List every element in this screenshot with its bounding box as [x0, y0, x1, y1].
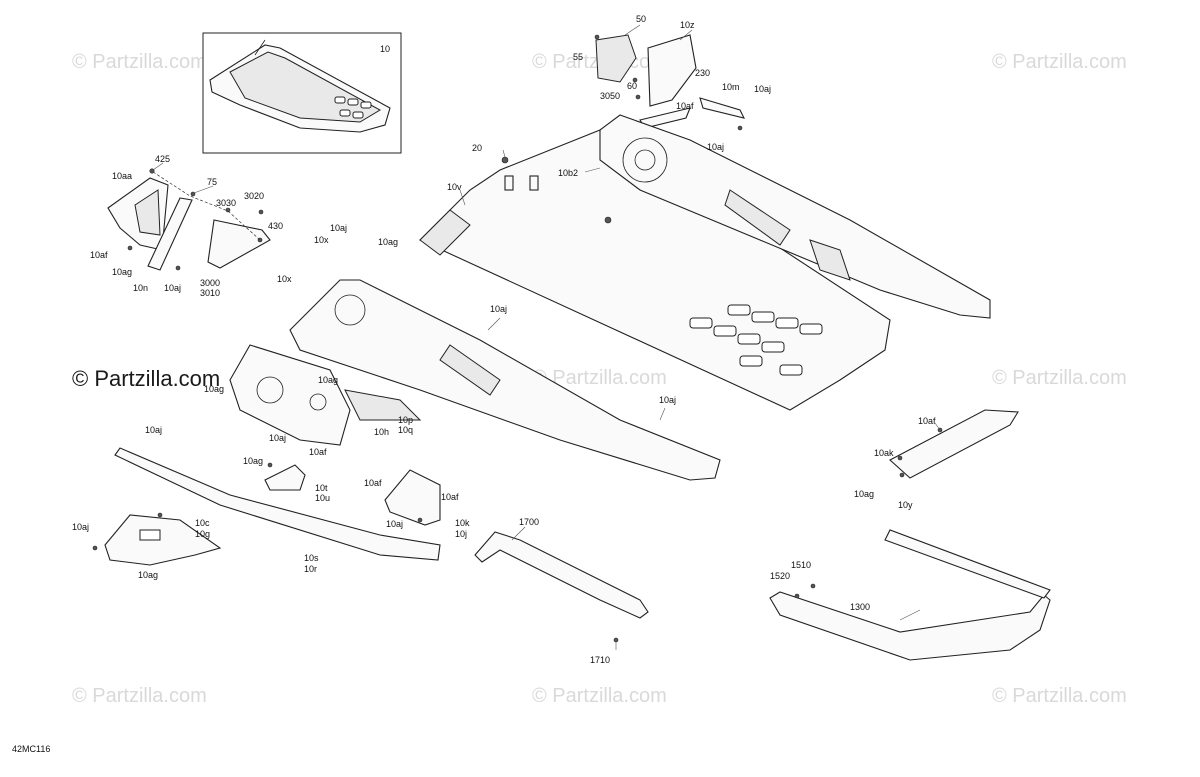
label-1700: 1700 — [519, 517, 539, 527]
label-10aj-f: 10aj — [269, 433, 286, 443]
label-10af-d: 10af — [364, 478, 382, 488]
small-brackets — [264, 462, 441, 526]
label-20: 20 — [472, 143, 482, 153]
label-10af-e: 10af — [441, 492, 459, 502]
label-10aa: 10aa — [112, 171, 132, 181]
label-10z: 10z — [680, 20, 695, 30]
label-10aj-g: 10aj — [659, 395, 676, 405]
watermark-br: © Partzilla.com — [992, 685, 1127, 707]
right-rail — [599, 114, 991, 319]
label-10ag-a: 10ag — [112, 267, 132, 277]
label-10g: 10g — [195, 529, 210, 539]
label-10r: 10r — [304, 564, 317, 574]
label-10ag-f: 10ag — [138, 570, 158, 580]
part-labels: 10 425 10aa 75 3030 3020 430 10af 10ag 1… — [72, 14, 936, 665]
watermark-bl: © Partzilla.com — [72, 685, 207, 707]
left-rail — [289, 279, 721, 481]
slide-rail — [474, 531, 649, 643]
label-10u: 10u — [315, 493, 330, 503]
label-10af-a: 10af — [90, 250, 108, 260]
label-10j: 10j — [455, 529, 467, 539]
label-1510: 1510 — [791, 560, 811, 570]
label-1710: 1710 — [590, 655, 610, 665]
bracket-10c — [92, 512, 222, 566]
front-left-brackets — [107, 168, 271, 271]
watermark-mc: © Partzilla.com — [532, 367, 667, 389]
diagram-code: 42MC116 — [12, 744, 50, 754]
rear-bumper — [769, 529, 1051, 661]
label-3010: 3010 — [200, 288, 220, 298]
label-10aj-j: 10aj — [72, 522, 89, 532]
label-430: 430 — [268, 221, 283, 231]
label-3050: 3050 — [600, 91, 620, 101]
label-1520: 1520 — [770, 571, 790, 581]
label-10ag-c: 10ag — [318, 375, 338, 385]
watermark-tl: © Partzilla.com — [72, 51, 207, 73]
label-10aj-h: 10aj — [145, 425, 162, 435]
label-10t: 10t — [315, 483, 328, 493]
label-10k: 10k — [455, 518, 470, 528]
label-425: 425 — [155, 154, 170, 164]
rear-bracket-10y — [889, 409, 1019, 479]
label-10aj-a: 10aj — [164, 283, 181, 293]
front-strip — [114, 447, 441, 561]
watermarks: © Partzilla.com © Partzilla.com © Partzi… — [72, 51, 1127, 707]
leader-lines — [152, 24, 941, 650]
watermark-mr: © Partzilla.com — [992, 367, 1127, 389]
label-3030: 3030 — [216, 198, 236, 208]
label-10ag-g: 10ag — [854, 489, 874, 499]
label-10aj-d: 10aj — [330, 223, 347, 233]
label-10q: 10q — [398, 425, 413, 435]
label-3020: 3020 — [244, 191, 264, 201]
label-75: 75 — [207, 177, 217, 187]
watermark-tr: © Partzilla.com — [992, 51, 1127, 73]
label-1300: 1300 — [850, 602, 870, 612]
label-10ag-d: 10ag — [204, 384, 224, 394]
watermark-main: © Partzilla.com — [72, 366, 220, 391]
label-10y: 10y — [898, 500, 913, 510]
label-10m: 10m — [722, 82, 740, 92]
label-10ag-b: 10ag — [378, 237, 398, 247]
label-230: 230 — [695, 68, 710, 78]
label-10ag-e: 10ag — [243, 456, 263, 466]
label-10x-a: 10x — [314, 235, 329, 245]
label-10af-c: 10af — [309, 447, 327, 457]
label-10c: 10c — [195, 518, 210, 528]
label-10p: 10p — [398, 415, 413, 425]
label-60: 60 — [627, 81, 637, 91]
label-10ak: 10ak — [874, 448, 894, 458]
label-10aj-e: 10aj — [490, 304, 507, 314]
label-50: 50 — [636, 14, 646, 24]
label-inset: 10 — [380, 44, 390, 54]
label-55: 55 — [573, 52, 583, 62]
label-10aj-b: 10aj — [754, 84, 771, 94]
label-10b2: 10b2 — [558, 168, 578, 178]
label-10h: 10h — [374, 427, 389, 437]
left-side-plate — [229, 344, 422, 446]
inset-assembly-10 — [202, 32, 402, 154]
label-10af-f: 10af — [918, 416, 936, 426]
watermark-bc: © Partzilla.com — [532, 685, 667, 707]
label-10v: 10v — [447, 182, 462, 192]
label-10af-b: 10af — [676, 101, 694, 111]
tunnel-slots — [689, 304, 823, 376]
label-10s: 10s — [304, 553, 319, 563]
label-10aj-i: 10aj — [386, 519, 403, 529]
label-10x-b: 10x — [277, 274, 292, 284]
label-3000: 3000 — [200, 278, 220, 288]
label-10aj-c: 10aj — [707, 142, 724, 152]
label-10n: 10n — [133, 283, 148, 293]
